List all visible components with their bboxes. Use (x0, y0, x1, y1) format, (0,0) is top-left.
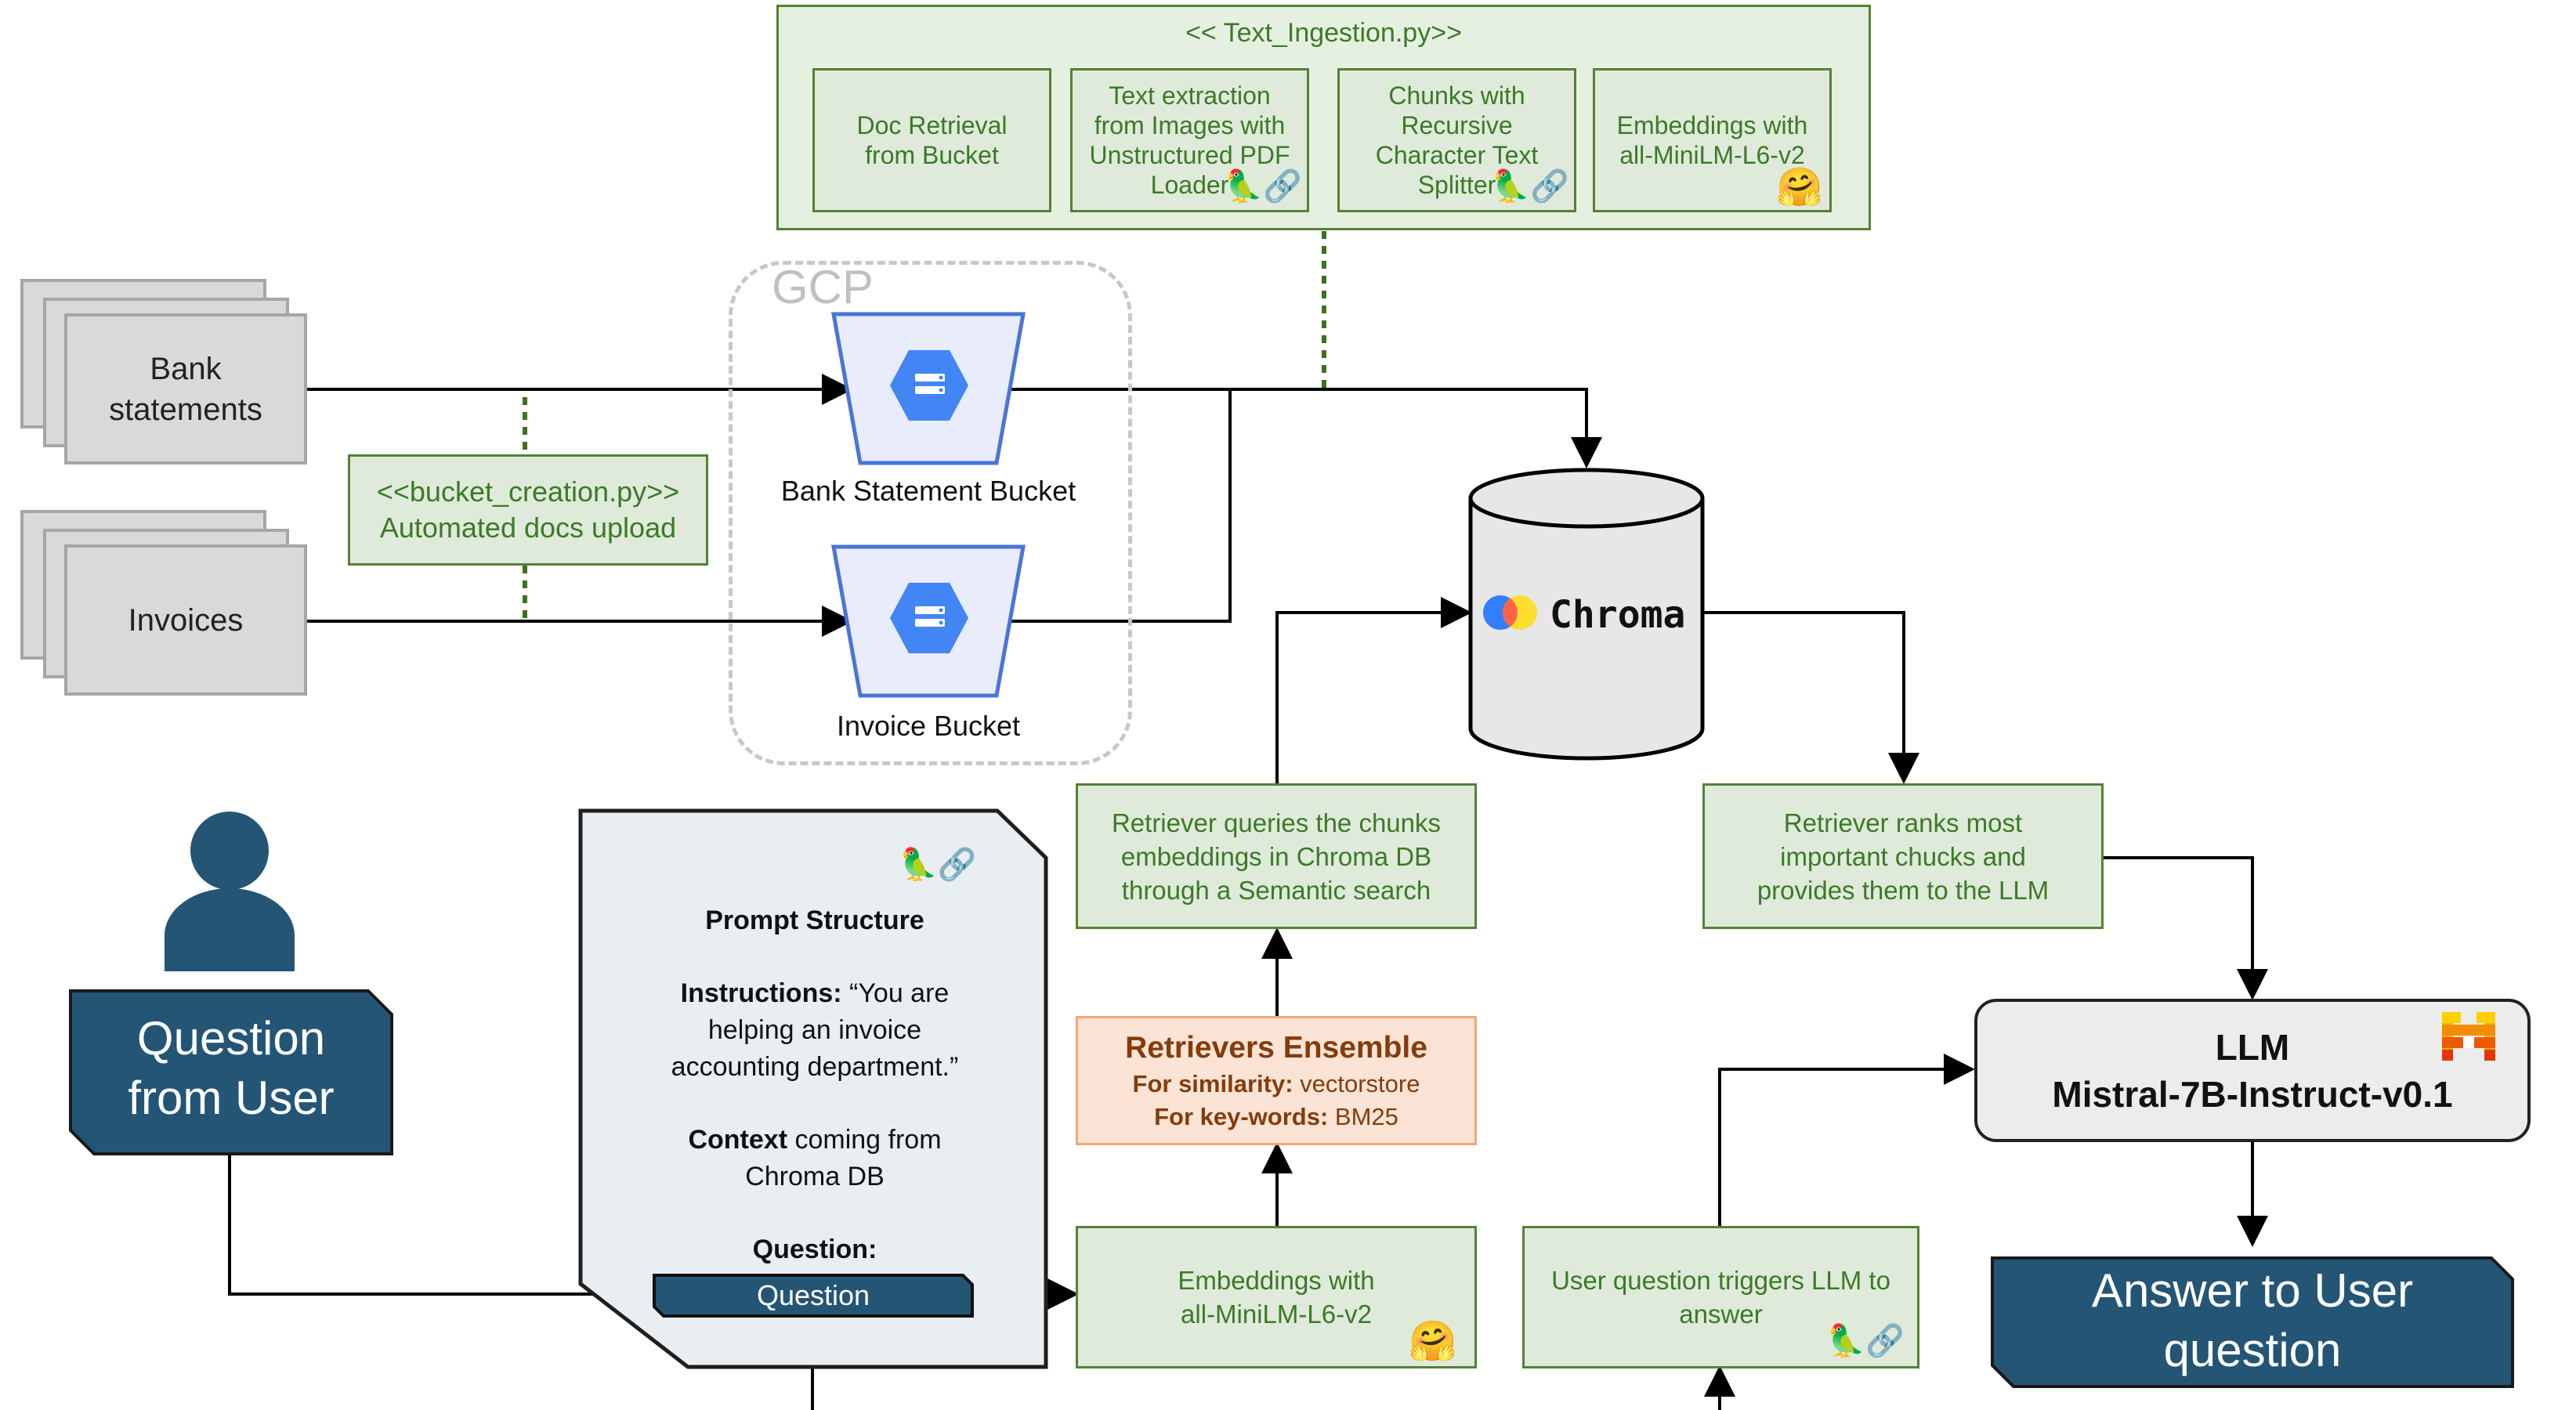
ingestion-step-doc-retrieval: Doc Retrieval from Bucket (812, 68, 1051, 212)
hugging-face-icon: 🤗 (1776, 167, 1823, 208)
bucket-creation-line1: <<bucket_creation.py>> (376, 475, 680, 508)
ensemble-similarity-label: For similarity: (1132, 1069, 1293, 1097)
answer-label: Answer to User question (2091, 1264, 2414, 1376)
prompt-context-label: Context (688, 1125, 788, 1155)
gcp-region (729, 261, 1132, 765)
chroma-db-cylinder (1468, 468, 1705, 761)
prompt-context: Context coming from Chroma DB (619, 1122, 1011, 1195)
invoices-doc: Invoices (64, 544, 307, 696)
ingestion-step-embeddings: Embeddings with all-MiniLM-L6-v2 🤗 (1593, 68, 1832, 212)
parrot-chain-icon: 🦜🔗 (899, 848, 977, 882)
query-embeddings-box: Embeddings with all-MiniLM-L6-v2 🤗 (1076, 1226, 1477, 1368)
prompt-question-label: Question: (752, 1235, 877, 1264)
ingestion-step-label: Chunks with Recursive Character Text Spl… (1375, 81, 1539, 199)
retriever-query-box: Retriever queries the chunks embeddings … (1076, 783, 1477, 929)
query-embeddings-label: Embeddings with all-MiniLM-L6-v2 (1178, 1266, 1375, 1329)
prompt-content: Prompt Structure Instructions: “You are … (619, 902, 1011, 1268)
prompt-instructions-label: Instructions: (680, 978, 842, 1008)
prompt-instructions-text: “You are helping an invoice accounting d… (671, 978, 959, 1082)
bank-statements-doc: Bank statements (64, 313, 307, 465)
prompt-title: Prompt Structure (705, 906, 924, 935)
invoice-bucket-icon (831, 544, 1026, 698)
prompt-spacer (619, 1195, 1011, 1231)
retriever-query-label: Retriever queries the chunks embeddings … (1111, 808, 1442, 905)
ensemble-similarity-line: For similarity: vectorstore (1078, 1068, 1474, 1101)
llm-box: LLM Mistral-7B-Instruct-v0.1 (1974, 999, 2531, 1142)
ensemble-keywords-label: For key-words: (1154, 1102, 1329, 1130)
ingestion-step-label: Text extraction from Images with Unstruc… (1089, 81, 1290, 199)
question-from-user-label: Question from User (128, 1012, 335, 1124)
prompt-instructions: Instructions: “You are helping an invoic… (619, 975, 1011, 1086)
ingestion-step-label: Doc Retrieval from Bucket (856, 111, 1008, 169)
parrot-chain-icon: 🦜🔗 (1224, 169, 1302, 204)
question-from-user-shape (69, 989, 393, 1155)
prompt-context-text: coming from Chroma DB (745, 1125, 942, 1191)
ingestion-step-label: Embeddings with all-MiniLM-L6-v2 (1616, 111, 1808, 169)
arrow-retriever-query-to-chroma (1275, 597, 1472, 783)
invoice-bucket-label: Invoice Bucket (836, 710, 1021, 742)
bank-statements-label: Bank statements (109, 351, 262, 427)
arrow-trigger-to-llm (1718, 1054, 1975, 1226)
hugging-face-icon: 🤗 (1408, 1319, 1457, 1363)
ingestion-step-text-extraction: Text extraction from Images with Unstruc… (1070, 68, 1309, 212)
prompt-structure-shape (578, 808, 1048, 1369)
invoices-label: Invoices (128, 602, 244, 638)
arrow-rank-to-llm (2104, 856, 2268, 1000)
chroma-logo-icon (1483, 595, 1537, 630)
bucket-creation-box: <<bucket_creation.py>> Automated docs up… (348, 454, 708, 566)
user-trigger-label: User question triggers LLM to answer (1551, 1266, 1890, 1329)
parrot-chain-icon: 🦜🔗 (1826, 1324, 1905, 1358)
retriever-rank-box: Retriever ranks most important chucks an… (1702, 783, 2104, 929)
bank-bucket-icon (831, 312, 1026, 465)
arrow-chroma-to-rank (1700, 611, 1919, 784)
mistral-logo-icon (2442, 1012, 2495, 1061)
bank-bucket-label: Bank Statement Bucket (780, 475, 1076, 507)
ensemble-keywords-line: For key-words: BM25 (1078, 1101, 1474, 1133)
user-icon (165, 812, 295, 971)
ensemble-keywords-value: BM25 (1328, 1102, 1398, 1130)
prompt-question-box: Question (756, 1279, 870, 1311)
ingestion-step-chunks: Chunks with Recursive Character Text Spl… (1337, 68, 1576, 212)
llm-model: Mistral-7B-Instruct-v0.1 (2052, 1073, 2453, 1115)
text-ingestion-title: << Text_Ingestion.py>> (1185, 18, 1462, 48)
gcp-label: GCP (772, 261, 874, 313)
retrievers-ensemble-box: Retrievers Ensemble For similarity: vect… (1076, 1016, 1477, 1145)
ensemble-title: Retrievers Ensemble (1125, 1030, 1427, 1065)
chroma-label: Chroma (1550, 593, 1686, 637)
prompt-question-box-shape (653, 1274, 974, 1318)
prompt-spacer (619, 939, 1011, 975)
bucket-creation-line2: Automated docs upload (379, 512, 677, 544)
answer-shape (1991, 1256, 2514, 1388)
ensemble-similarity-value: vectorstore (1293, 1069, 1420, 1097)
parrot-chain-icon: 🦜🔗 (1491, 169, 1569, 204)
llm-title: LLM (2215, 1026, 2290, 1068)
user-trigger-box: User question triggers LLM to answer 🦜🔗 (1522, 1226, 1919, 1368)
prompt-spacer (619, 1086, 1011, 1122)
retriever-rank-label: Retriever ranks most important chucks an… (1757, 808, 2050, 905)
